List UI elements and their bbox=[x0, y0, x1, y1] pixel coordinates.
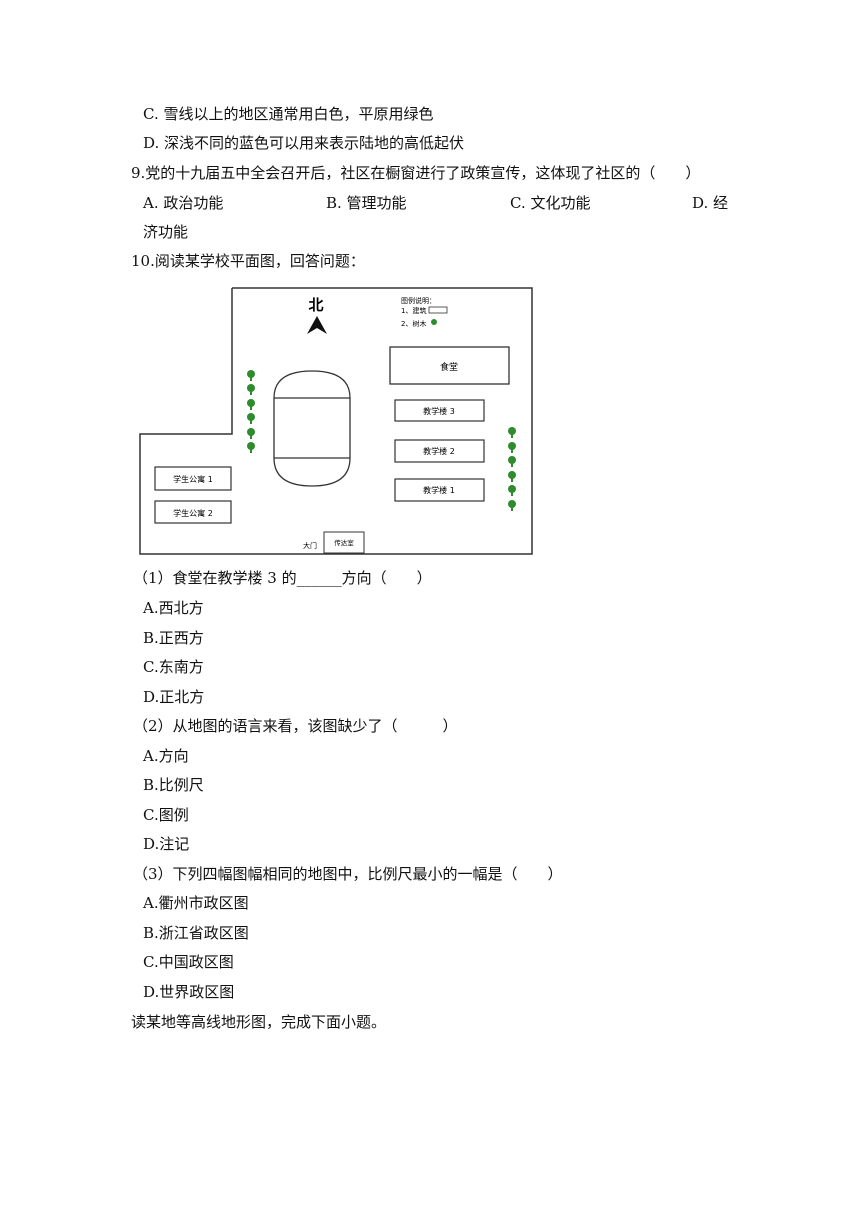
option-a-q9: A. 政治功能 bbox=[143, 194, 224, 212]
tree-trunk bbox=[511, 492, 513, 496]
tree-icon bbox=[247, 428, 255, 436]
sub3-option-d: D.世界政区图 bbox=[143, 983, 235, 1001]
question-10: 10.阅读某学校平面图，回答问题： bbox=[131, 252, 365, 270]
tree-icon bbox=[247, 413, 255, 421]
guard-room bbox=[323, 531, 365, 554]
option-b-q9: B. 管理功能 bbox=[326, 194, 407, 212]
teaching-building-3-label: 教学楼 3 bbox=[423, 406, 455, 416]
option-c-q9: C. 文化功能 bbox=[510, 194, 591, 212]
tree-icon bbox=[247, 384, 255, 392]
question-9: 9.党的十九届五中全会召开后，社区在橱窗进行了政策宣传，这体现了社区的（ ） bbox=[131, 164, 701, 182]
tree-trunk bbox=[511, 478, 513, 482]
student-dorm-1-label: 学生公寓 1 bbox=[173, 474, 213, 484]
sub1-option-d: D.正北方 bbox=[143, 688, 205, 706]
guard-room-label: 传达室 bbox=[334, 538, 354, 547]
legend-building-label: 1、建筑 bbox=[401, 306, 426, 315]
canteen-building bbox=[389, 346, 510, 385]
sub2-option-c: C.图例 bbox=[143, 806, 189, 824]
sub2-option-b: B.比例尺 bbox=[143, 776, 204, 794]
gate-label: 大门 bbox=[303, 541, 317, 550]
contour-intro: 读某地等高线地形图，完成下面小题。 bbox=[131, 1013, 387, 1031]
student-dorm-2 bbox=[154, 500, 232, 524]
tree-trunk bbox=[511, 449, 513, 453]
tree-icon bbox=[508, 500, 516, 508]
tree-trunk bbox=[250, 449, 252, 453]
tree-trunk bbox=[250, 435, 252, 439]
tree-trunk bbox=[511, 463, 513, 467]
option-d-q9-continued: 济功能 bbox=[143, 223, 189, 241]
sub2-option-d: D.注记 bbox=[143, 835, 190, 853]
teaching-building-2 bbox=[394, 439, 485, 463]
legend-tree-icon bbox=[431, 319, 437, 325]
sub1-option-b: B.正西方 bbox=[143, 629, 204, 647]
sub3-option-a: A.衢州市政区图 bbox=[143, 894, 249, 912]
tree-icon bbox=[508, 427, 516, 435]
school-plan-map: 北 图例说明： 1、建筑 2、树木 食堂 教学楼 3 教学楼 2 教学楼 1 学… bbox=[139, 287, 533, 555]
tree-trunk bbox=[250, 377, 252, 381]
legend-tree-label: 2、树木 bbox=[401, 319, 426, 328]
legend-building-icon bbox=[428, 306, 448, 314]
sub3-option-c: C.中国政区图 bbox=[143, 953, 234, 971]
tree-trunk bbox=[511, 507, 513, 511]
tree-icon bbox=[508, 471, 516, 479]
sub3-option-b: B.浙江省政区图 bbox=[143, 924, 249, 942]
sub2-option-a: A.方向 bbox=[143, 747, 189, 765]
school-boundary bbox=[139, 287, 533, 555]
tree-icon bbox=[247, 399, 255, 407]
option-d-q8: D. 深浅不同的蓝色可以用来表示陆地的高低起伏 bbox=[143, 134, 465, 152]
tree-row-left bbox=[247, 370, 255, 453]
teaching-building-2-label: 教学楼 2 bbox=[423, 446, 455, 456]
tree-icon bbox=[508, 442, 516, 450]
tree-icon bbox=[247, 370, 255, 378]
sub1-option-a: A.西北方 bbox=[143, 599, 204, 617]
north-arrow-icon bbox=[307, 316, 327, 334]
tree-icon bbox=[508, 485, 516, 493]
option-c-q8: C. 雪线以上的地区通常用白色，平原用绿色 bbox=[143, 105, 434, 123]
tree-trunk bbox=[250, 420, 252, 424]
option-d-q9: D. 经 bbox=[692, 194, 729, 212]
tree-icon bbox=[247, 442, 255, 450]
tree-row-right bbox=[508, 427, 516, 511]
student-dorm-1 bbox=[154, 466, 232, 491]
tree-trunk bbox=[250, 391, 252, 395]
sports-field bbox=[273, 370, 351, 487]
teaching-building-1-label: 教学楼 1 bbox=[423, 485, 455, 495]
north-label: 北 bbox=[308, 296, 323, 314]
teaching-building-1 bbox=[394, 478, 485, 502]
tree-trunk bbox=[250, 406, 252, 410]
student-dorm-2-label: 学生公寓 2 bbox=[173, 508, 213, 518]
legend-title: 图例说明： bbox=[401, 296, 436, 305]
tree-icon bbox=[508, 456, 516, 464]
sub-question-2: （2）从地图的语言来看，该图缺少了（ ） bbox=[133, 717, 458, 735]
sub-question-1: （1）食堂在教学楼 3 的______方向（ ） bbox=[133, 569, 432, 587]
sub-question-3: （3）下列四幅图幅相同的地图中，比例尺最小的一幅是（ ） bbox=[133, 865, 563, 883]
sub1-option-c: C.东南方 bbox=[143, 658, 204, 676]
teaching-building-3 bbox=[394, 399, 485, 422]
tree-trunk bbox=[511, 434, 513, 438]
canteen-label: 食堂 bbox=[440, 361, 458, 373]
